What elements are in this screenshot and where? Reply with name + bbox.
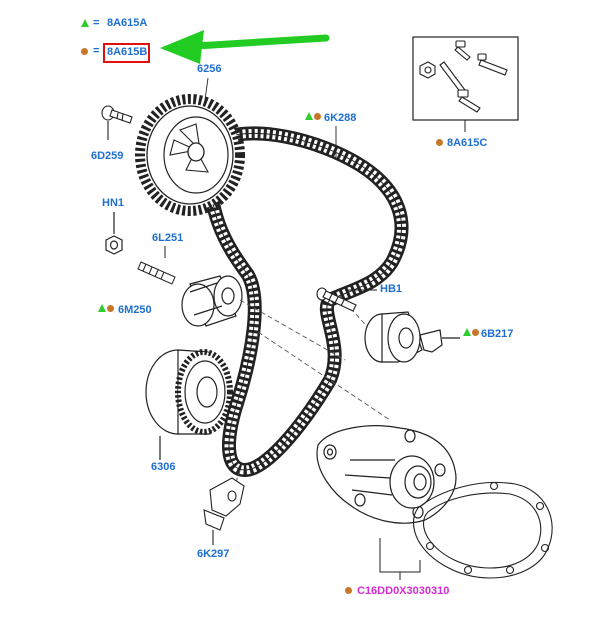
label-6m250-dot <box>107 305 114 312</box>
legend-code-8a615a[interactable]: 8A615A <box>107 17 148 29</box>
label-6b217-dot <box>472 329 479 336</box>
circle-marker <box>81 48 88 55</box>
label-6k288-dot <box>314 113 321 120</box>
label-6b217-triangle <box>463 328 471 336</box>
triangle-marker <box>81 19 89 27</box>
tensioner <box>364 311 460 363</box>
label-8a615c-dot <box>436 139 443 146</box>
label-6b217[interactable]: 6B217 <box>481 328 514 340</box>
legend-code-8a615b[interactable]: 8A615B <box>107 46 148 58</box>
label-hn1[interactable]: HN1 <box>102 197 125 209</box>
label-c16dd0x3030310[interactable]: C16DD0X3030310 <box>357 585 450 597</box>
idler-pulley <box>181 275 243 327</box>
gasket <box>412 481 553 579</box>
label-6d259[interactable]: 6D259 <box>91 150 124 162</box>
legend-equals-2: = <box>93 45 100 57</box>
label-kit-dot <box>345 587 352 594</box>
label-6306[interactable]: 6306 <box>151 461 176 473</box>
label-6m250-triangle <box>98 304 106 312</box>
label-hb1[interactable]: HB1 <box>380 283 403 295</box>
label-6m250[interactable]: 6M250 <box>118 304 152 316</box>
label-6256[interactable]: 6256 <box>197 63 222 75</box>
pointer-arrow <box>160 30 330 64</box>
camshaft-sprocket <box>135 94 245 216</box>
legend-equals-1: = <box>93 17 100 29</box>
belt-guide <box>203 477 245 545</box>
sprocket-bolt <box>101 105 133 140</box>
bolt-kit-box <box>412 36 519 132</box>
kit-bracket <box>379 538 421 580</box>
label-6k288-triangle <box>305 112 313 120</box>
label-6k288[interactable]: 6K288 <box>324 112 357 124</box>
alignment-lines <box>235 295 391 483</box>
highlight-box <box>103 43 150 63</box>
leader-lines <box>204 77 337 160</box>
water-pump <box>316 425 457 524</box>
label-8a615c[interactable]: 8A615C <box>447 137 488 149</box>
stud <box>137 246 176 285</box>
crank-sprocket <box>145 349 233 460</box>
tensioner-bolt <box>316 287 377 312</box>
label-6k297[interactable]: 6K297 <box>197 548 230 560</box>
label-6l251[interactable]: 6L251 <box>152 232 184 244</box>
timing-belt <box>203 126 409 478</box>
nut <box>105 212 123 255</box>
